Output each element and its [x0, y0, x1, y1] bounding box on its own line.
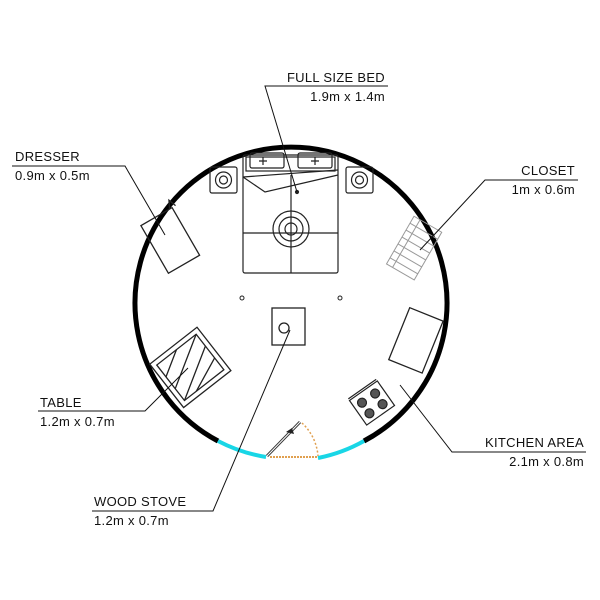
closet [385, 215, 443, 281]
dresser-size: 0.9m x 0.5m [15, 168, 90, 183]
window-left [217, 439, 267, 459]
kitchen-counter [387, 306, 444, 374]
kitchen-label: KITCHEN AREA [485, 435, 584, 450]
table [148, 326, 232, 409]
stove-size: 1.2m x 0.7m [94, 513, 169, 528]
post [337, 295, 343, 301]
bed-label: FULL SIZE BED [287, 70, 385, 85]
stove-label: WOOD STOVE [94, 494, 186, 509]
window-right [317, 439, 365, 460]
closet-size: 1m x 0.6m [512, 182, 575, 197]
table-size: 1.2m x 0.7m [40, 414, 115, 429]
table-label: TABLE [40, 395, 82, 410]
dresser [140, 198, 201, 275]
post [239, 295, 245, 301]
door [265, 420, 319, 458]
bed [242, 152, 339, 274]
wall [132, 144, 450, 444]
cooktop [347, 378, 396, 426]
kitchen-size: 2.1m x 0.8m [509, 454, 584, 469]
bed-size: 1.9m x 1.4m [310, 89, 385, 104]
wood-stove [271, 307, 306, 346]
dresser-label: DRESSER [15, 149, 80, 164]
nightstand-left [209, 166, 238, 194]
leader-lines [12, 85, 586, 512]
nightstand-right [345, 166, 374, 194]
closet-label: CLOSET [521, 163, 575, 178]
